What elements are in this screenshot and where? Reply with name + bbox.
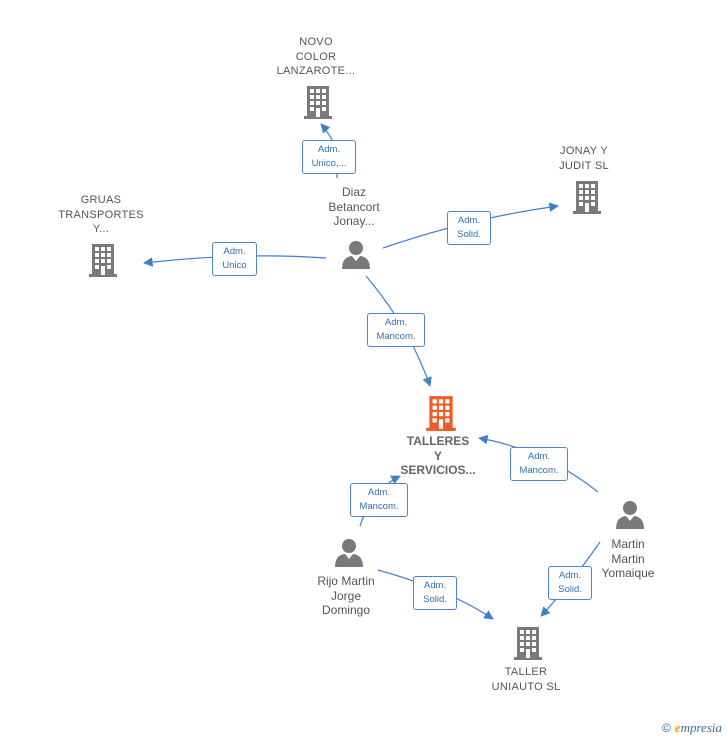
building-icon[interactable] bbox=[88, 242, 118, 278]
person-label-rijo[interactable]: Rijo Martin Jorge Domingo bbox=[317, 574, 375, 617]
relation-badge-adm-unico[interactable]: Adm. Unico,... bbox=[302, 140, 356, 174]
building-icon[interactable] bbox=[572, 179, 602, 215]
main-building-icon[interactable] bbox=[425, 394, 457, 432]
footer-brand: © empresia bbox=[662, 720, 722, 736]
person-icon[interactable] bbox=[341, 240, 371, 270]
company-label-taller-uniauto[interactable]: TALLER UNIAUTO SL bbox=[491, 666, 561, 693]
company-label-novo-color[interactable]: NOVO COLOR LANZAROTE... bbox=[276, 36, 356, 77]
relation-badge-adm-solid[interactable]: Adm. Solid. bbox=[548, 566, 592, 600]
relation-badge-adm-mancom[interactable]: Adm. Mancom. bbox=[510, 447, 568, 481]
company-label-jonay-judit[interactable]: JONAY Y JUDIT SL bbox=[559, 145, 609, 172]
person-icon[interactable] bbox=[334, 538, 364, 568]
building-icon[interactable] bbox=[513, 625, 543, 661]
empresia-logo: empresia bbox=[674, 720, 722, 735]
person-label-martin[interactable]: Martin Martin Yomaique bbox=[601, 537, 655, 580]
relation-badge-adm-solid[interactable]: Adm. Solid. bbox=[447, 211, 491, 245]
person-icon[interactable] bbox=[615, 500, 645, 530]
relation-badge-adm-mancom[interactable]: Adm. Mancom. bbox=[350, 483, 408, 517]
copyright-symbol: © bbox=[661, 721, 671, 735]
person-label-diaz[interactable]: Diaz Betancort Jonay... bbox=[328, 185, 380, 228]
relation-badge-adm-unico[interactable]: Adm. Unico bbox=[212, 242, 257, 276]
relation-badge-adm-solid[interactable]: Adm. Solid. bbox=[413, 576, 457, 610]
relation-badge-adm-mancom[interactable]: Adm. Mancom. bbox=[367, 313, 425, 347]
building-icon[interactable] bbox=[303, 84, 333, 120]
main-company-label[interactable]: TALLERES Y SERVICIOS... bbox=[400, 434, 476, 477]
company-label-gruas[interactable]: GRUAS TRANSPORTES Y... bbox=[58, 194, 144, 235]
